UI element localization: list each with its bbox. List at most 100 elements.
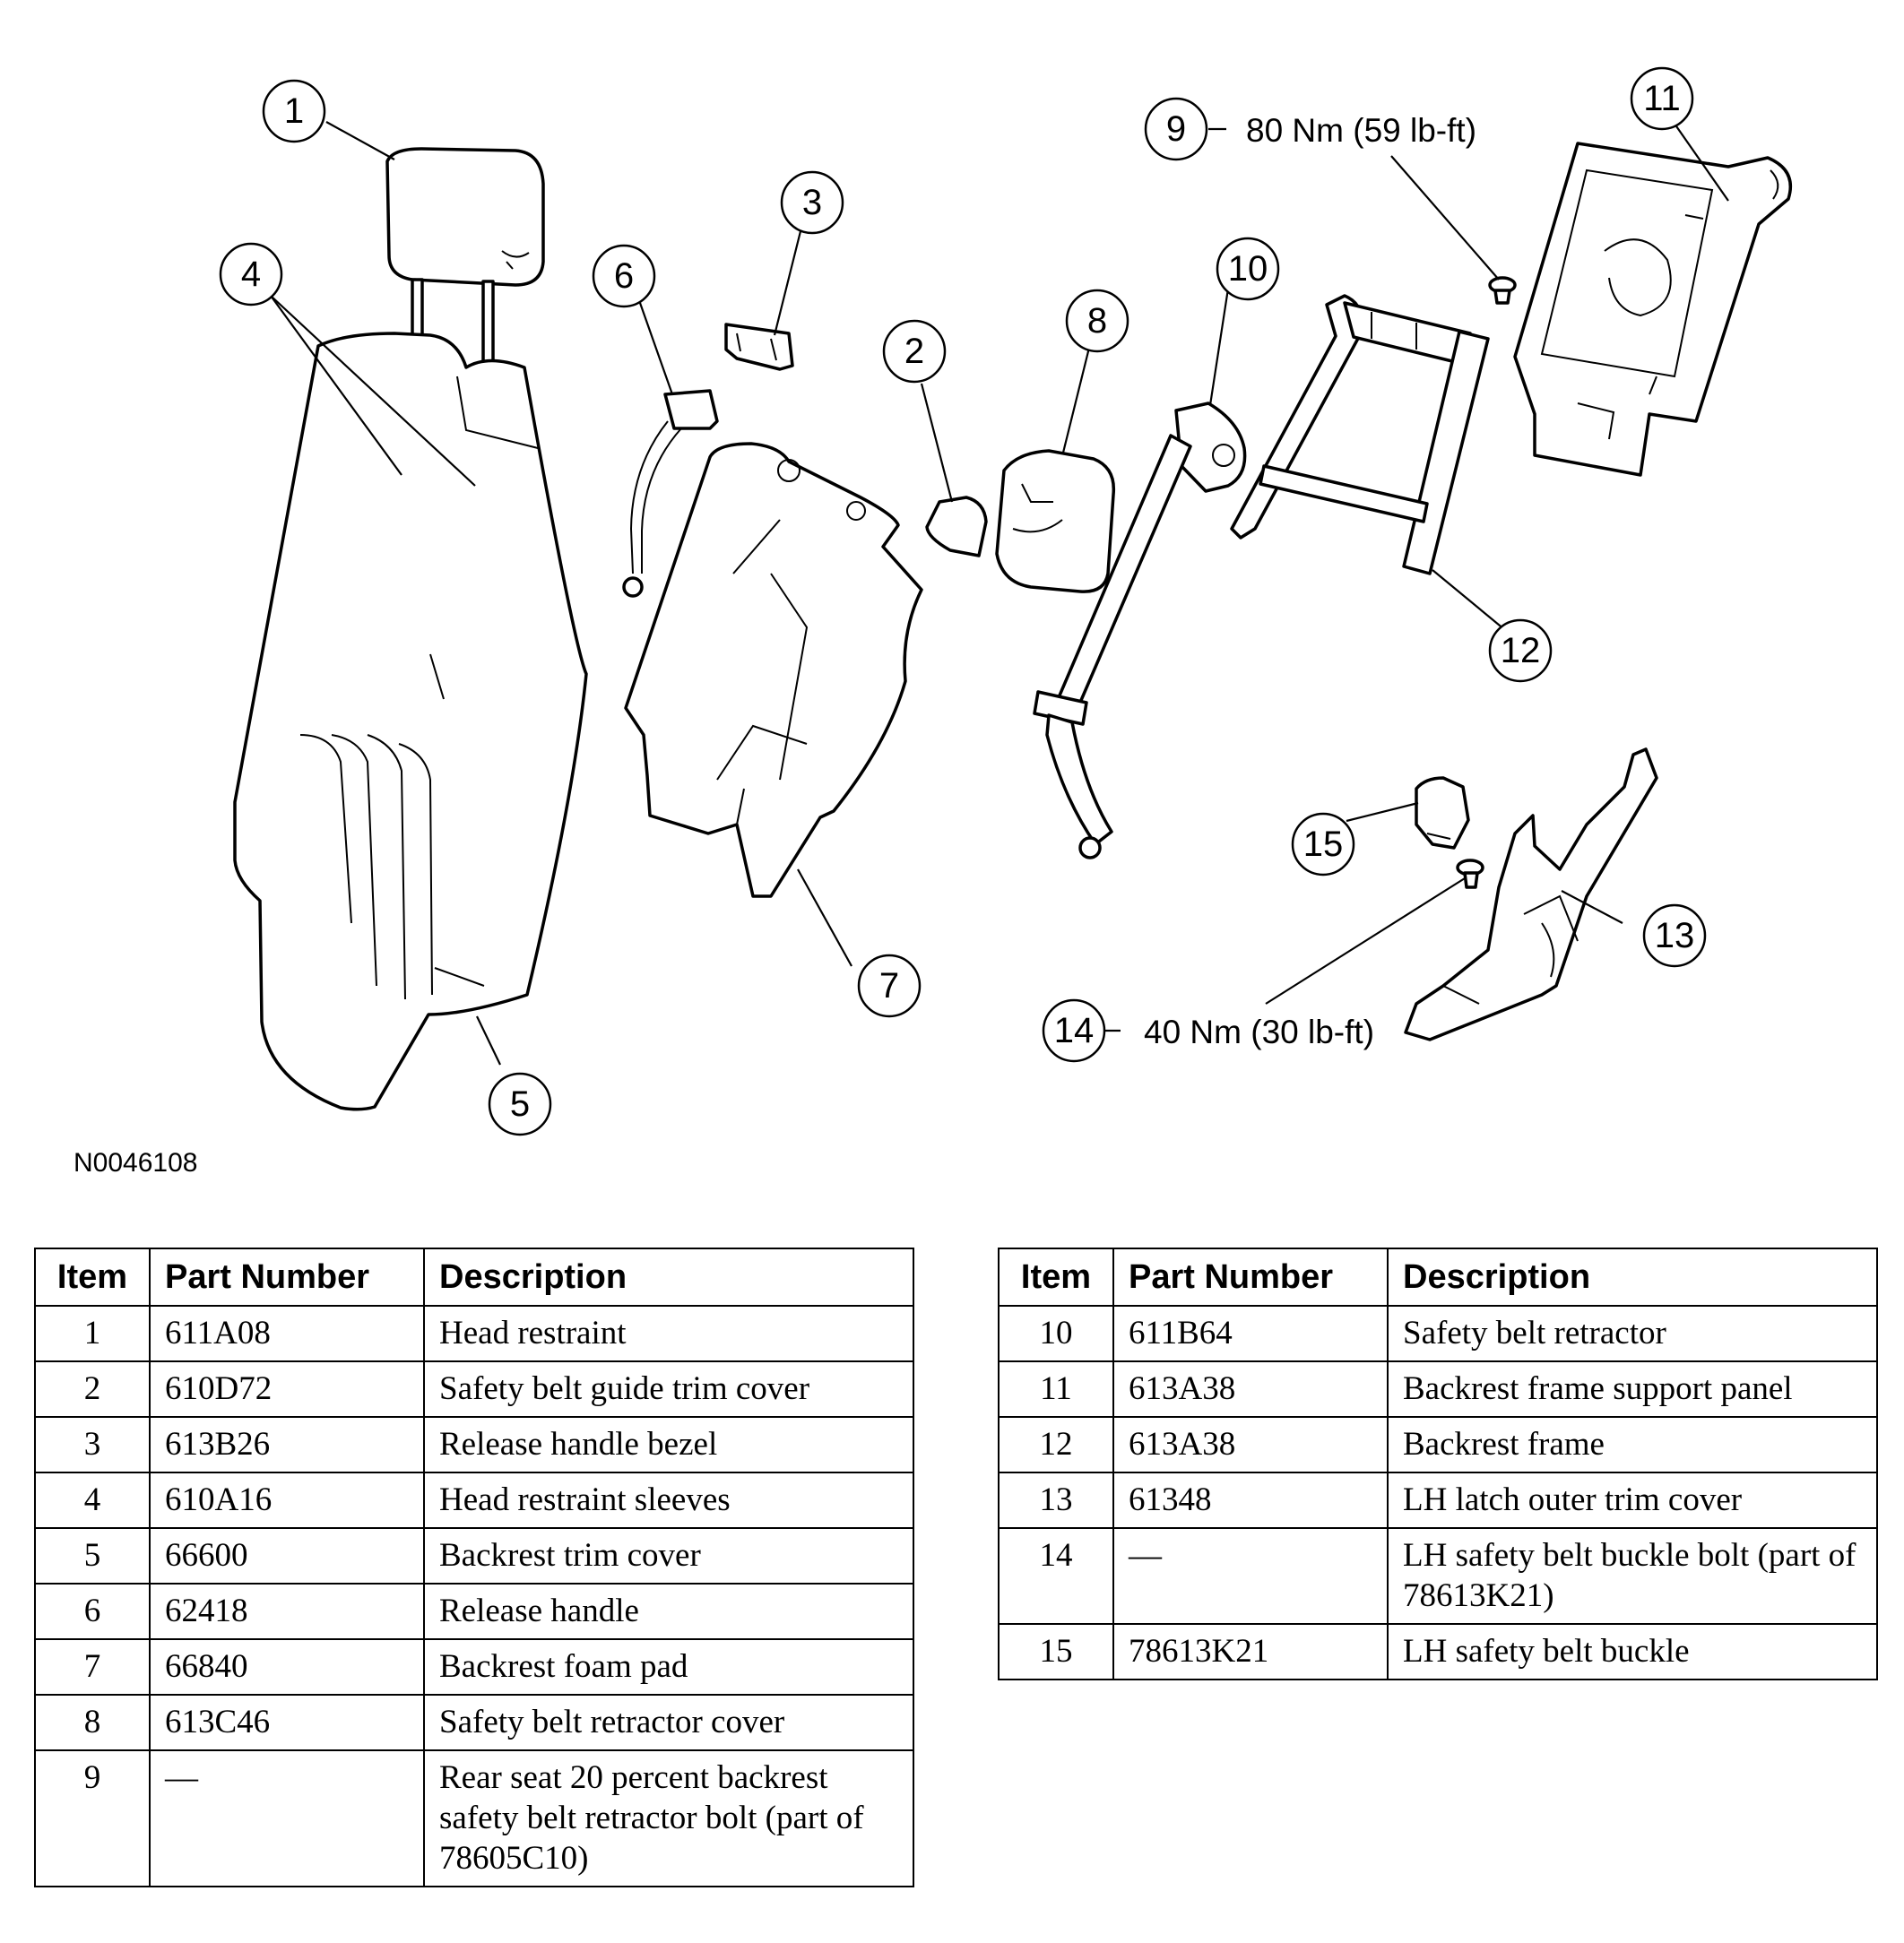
callout-14: 14 [1042, 998, 1106, 1063]
cell-description: Release handle [423, 1583, 914, 1640]
table-header-row: Item Part Number Description [998, 1248, 1878, 1307]
part-2-safety-belt-guide-trim-cover [925, 496, 988, 557]
callout-10: 10 [1216, 237, 1280, 301]
svg-text:6: 6 [614, 256, 634, 296]
cell-item: 2 [34, 1360, 151, 1418]
cell-description: Head restraint sleeves [423, 1472, 914, 1529]
cell-item: 7 [34, 1638, 151, 1696]
part-11-backrest-frame-support-panel [1513, 142, 1793, 477]
cell-description: Safety belt guide trim cover [423, 1360, 914, 1418]
svg-text:12: 12 [1501, 631, 1541, 670]
header-item: Item [998, 1248, 1114, 1307]
svg-text:13: 13 [1655, 916, 1695, 955]
callout-5: 5 [488, 1072, 552, 1136]
part-5-backrest-trim-cover [233, 332, 588, 1111]
callout-1: 1 [262, 79, 326, 143]
svg-text:15: 15 [1303, 825, 1344, 864]
callout-4: 4 [219, 242, 283, 307]
svg-text:14: 14 [1054, 1011, 1095, 1050]
cell-part-number: 611A08 [149, 1305, 425, 1362]
cell-item: 12 [998, 1416, 1114, 1473]
part-10-safety-belt-retractor [1033, 402, 1247, 859]
cell-part-number: 66840 [149, 1638, 425, 1696]
cell-description: Release handle bezel [423, 1416, 914, 1473]
svg-text:8: 8 [1087, 301, 1107, 341]
cell-part-number: 61348 [1112, 1472, 1389, 1529]
header-description: Description [423, 1248, 914, 1307]
callout-9: 9 [1144, 97, 1208, 161]
header-description: Description [1387, 1248, 1878, 1307]
svg-text:9: 9 [1166, 109, 1186, 149]
cell-description: Safety belt retractor cover [423, 1694, 914, 1751]
torque-label-9: 80 Nm (59 lb-ft) [1246, 112, 1476, 149]
callout-15: 15 [1291, 812, 1355, 877]
exploded-parts-diagram: 1 2 3 4 5 6 7 8 9 10 11 12 13 14 15 80 N… [74, 66, 1793, 1178]
svg-text:10: 10 [1228, 249, 1268, 289]
svg-text:4: 4 [241, 255, 261, 294]
cell-part-number: 611B64 [1112, 1305, 1389, 1362]
callout-7: 7 [857, 954, 922, 1018]
callout-13: 13 [1642, 903, 1707, 968]
table-header-row: Item Part Number Description [34, 1248, 914, 1307]
cell-part-number: — [149, 1749, 425, 1887]
cell-part-number: — [1112, 1527, 1389, 1625]
cell-description: Head restraint [423, 1305, 914, 1362]
cell-description: Backrest frame support panel [1387, 1360, 1878, 1418]
cell-part-number: 610D72 [149, 1360, 425, 1418]
cell-item: 4 [34, 1472, 151, 1529]
cell-item: 13 [998, 1472, 1114, 1529]
cell-part-number: 62418 [149, 1583, 425, 1640]
cell-item: 15 [998, 1623, 1114, 1680]
svg-text:1: 1 [284, 91, 304, 131]
part-14-lh-buckle-bolt [1456, 859, 1484, 889]
cell-part-number: 613C46 [149, 1694, 425, 1751]
cell-item: 10 [998, 1305, 1114, 1362]
cell-part-number: 610A16 [149, 1472, 425, 1529]
leader-lines [270, 121, 1729, 1066]
callout-12: 12 [1488, 618, 1553, 683]
header-item: Item [34, 1248, 151, 1307]
header-part-number: Part Number [1112, 1248, 1389, 1307]
header-part-number: Part Number [149, 1248, 425, 1307]
cell-item: 6 [34, 1583, 151, 1640]
cell-part-number: 66600 [149, 1527, 425, 1585]
callout-6: 6 [592, 244, 656, 308]
cell-part-number: 613A38 [1112, 1360, 1389, 1418]
cell-description: Backrest trim cover [423, 1527, 914, 1585]
torque-label-14: 40 Nm (30 lb-ft) [1144, 1014, 1374, 1050]
part-9-retractor-bolt [1488, 276, 1517, 305]
callout-3: 3 [780, 170, 844, 235]
cell-item: 5 [34, 1527, 151, 1585]
cell-description: Safety belt retractor [1387, 1305, 1878, 1362]
cell-part-number: 78613K21 [1112, 1623, 1389, 1680]
svg-text:5: 5 [510, 1084, 530, 1124]
cell-item: 3 [34, 1416, 151, 1473]
cell-part-number: 613B26 [149, 1416, 425, 1473]
cell-description: LH safety belt buckle [1387, 1623, 1878, 1680]
cell-item: 11 [998, 1360, 1114, 1418]
figure-id: N0046108 [74, 1148, 197, 1178]
part-6-release-handle [622, 389, 719, 598]
part-12-backrest-frame [1230, 294, 1490, 575]
callout-8: 8 [1065, 289, 1129, 353]
part-7-backrest-foam-pad [624, 442, 923, 898]
callout-11: 11 [1630, 66, 1694, 131]
cell-item: 1 [34, 1305, 151, 1362]
cell-description: LH safety belt buckle bolt (part of 7861… [1387, 1527, 1878, 1625]
table-row: 14—LH safety belt buckle bolt (part of 7… [998, 1527, 1878, 1625]
